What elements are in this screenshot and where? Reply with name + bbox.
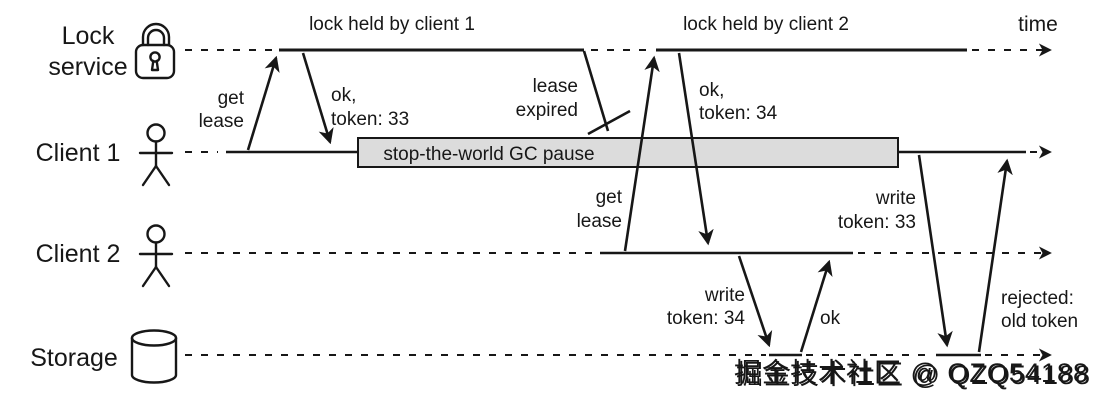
write-token34-label-line1: write	[704, 285, 745, 306]
row-label-lock-service-line1: Lock	[62, 22, 115, 50]
ok-token34-arrow	[677, 52, 714, 246]
person-icon	[138, 224, 174, 288]
rejected-label-line2: old token	[1001, 311, 1078, 332]
rejected-arrow	[977, 158, 1013, 353]
write-token33-label-line1: write	[875, 188, 916, 209]
lease-expired-label-line1: lease	[533, 76, 578, 97]
ok-token33-arrow	[301, 52, 334, 145]
get-lease2-label-line2: lease	[577, 211, 622, 232]
get-lease1-label-line1: get	[218, 88, 245, 109]
row-label-lock-service-line2: service	[48, 53, 127, 81]
lease-expired-label-line2: expired	[516, 100, 578, 121]
time-axis-label: time	[1018, 13, 1058, 36]
write-token33-label-line2: token: 33	[838, 212, 916, 233]
write-token33-arrow	[917, 154, 953, 348]
ok-write-label: ok	[820, 308, 841, 329]
ok-token34-label-line2: token: 34	[699, 103, 778, 124]
watermark-shadow: 掘金技术社区 @ QZQ54188	[736, 360, 1091, 390]
watermark: 掘金技术社区 @ QZQ54188	[734, 358, 1089, 388]
ok-token34-label-line1: ok,	[699, 80, 724, 101]
database-icon	[130, 329, 178, 384]
ok-token33-label-line2: token: 33	[331, 109, 409, 130]
get-lease-arrow-client1	[246, 55, 280, 151]
rejected-label-line1: rejected:	[1001, 288, 1074, 309]
padlock-icon	[134, 22, 176, 80]
row-label-client1: Client 1	[36, 139, 121, 167]
write-token34-label-line2: token: 34	[667, 308, 746, 329]
ok-write-arrow	[799, 259, 833, 353]
gc-pause-box: stop-the-world GC pause	[357, 137, 899, 168]
ok-token33-label-line1: ok,	[331, 85, 356, 106]
write-token34-arrow	[737, 255, 773, 348]
lease-expired-mark	[582, 50, 631, 136]
row-label-storage: Storage	[30, 344, 118, 372]
get-lease-arrow-client2	[623, 55, 660, 252]
lock-held-client2-label: lock held by client 2	[683, 14, 849, 35]
person-icon	[138, 123, 174, 187]
get-lease1-label-line2: lease	[199, 111, 244, 132]
gc-pause-label: stop-the-world GC pause	[383, 144, 594, 165]
lock-held-client1-label: lock held by client 1	[309, 14, 475, 35]
row-label-client2: Client 2	[36, 240, 121, 268]
get-lease2-label-line1: get	[596, 187, 623, 208]
